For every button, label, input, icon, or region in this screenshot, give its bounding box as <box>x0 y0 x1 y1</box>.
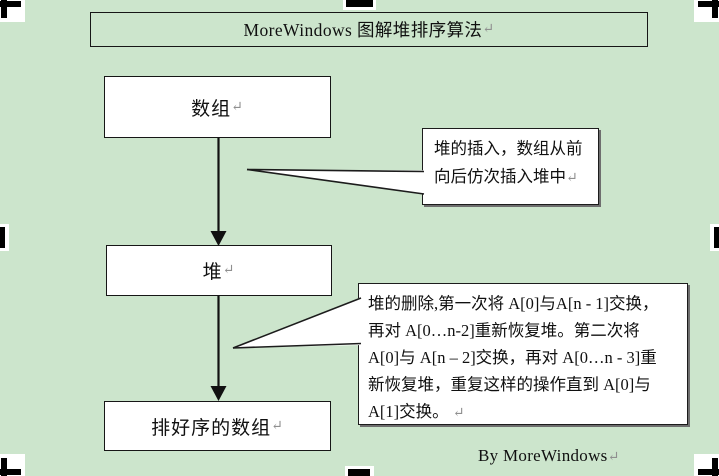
resize-handle-bottom-left[interactable] <box>0 454 25 476</box>
resize-handle-middle-right[interactable] <box>710 224 719 251</box>
byline-label: By MoreWindows <box>478 446 608 465</box>
flow-box-array[interactable]: 数组↵ <box>104 76 331 138</box>
resize-handle-top-right[interactable] <box>694 0 719 22</box>
paragraph-return-icon: ↵ <box>607 450 620 465</box>
paragraph-return-icon: ↵ <box>222 263 236 278</box>
resize-handle-bottom-right[interactable] <box>694 454 719 476</box>
byline-text: By MoreWindows↵ <box>478 446 620 466</box>
flow-box-heap-label: 堆 <box>202 262 223 283</box>
callout-heap-delete[interactable]: 堆的删除,第一次将 A[0]与A[n - 1]交换， 再对 A[0…n-2]重新… <box>358 283 688 425</box>
callout-insert-tail[interactable] <box>246 168 427 196</box>
resize-handle-top-middle[interactable] <box>343 0 376 10</box>
paragraph-return-icon: ↵ <box>482 22 495 37</box>
paragraph-return-icon: ↵ <box>231 99 244 115</box>
resize-handle-middle-left[interactable] <box>0 224 9 251</box>
paragraph-return-icon: ↵ <box>271 418 284 434</box>
callout-delete-tail[interactable] <box>232 296 364 349</box>
flow-box-sorted-array[interactable]: 排好序的数组↵ <box>104 401 331 451</box>
flow-box-array-label: 数组 <box>191 98 232 120</box>
arrow-heap-to-sorted[interactable] <box>210 296 227 401</box>
callout-heap-insert-text: 堆的插入，数组从前 向后仿次插入堆中 <box>434 139 583 186</box>
paragraph-return-icon: ↵ <box>566 171 578 186</box>
callout-heap-insert[interactable]: 堆的插入，数组从前 向后仿次插入堆中↵ <box>422 128 599 205</box>
paragraph-return-icon: ↵ <box>452 406 465 421</box>
resize-handle-top-left[interactable] <box>0 0 25 22</box>
callout-heap-delete-text: 堆的删除,第一次将 A[0]与A[n - 1]交换， 再对 A[0…n-2]重新… <box>368 294 659 421</box>
title-banner-shape[interactable]: MoreWindows 图解堆排序算法↵ <box>90 12 648 47</box>
flow-box-heap[interactable]: 堆↵ <box>106 245 332 296</box>
title-text: MoreWindows 图解堆排序算法 <box>243 20 483 40</box>
arrow-array-to-heap[interactable] <box>210 138 227 246</box>
resize-handle-bottom-middle[interactable] <box>345 466 374 476</box>
flow-box-sorted-label: 排好序的数组 <box>151 417 272 439</box>
